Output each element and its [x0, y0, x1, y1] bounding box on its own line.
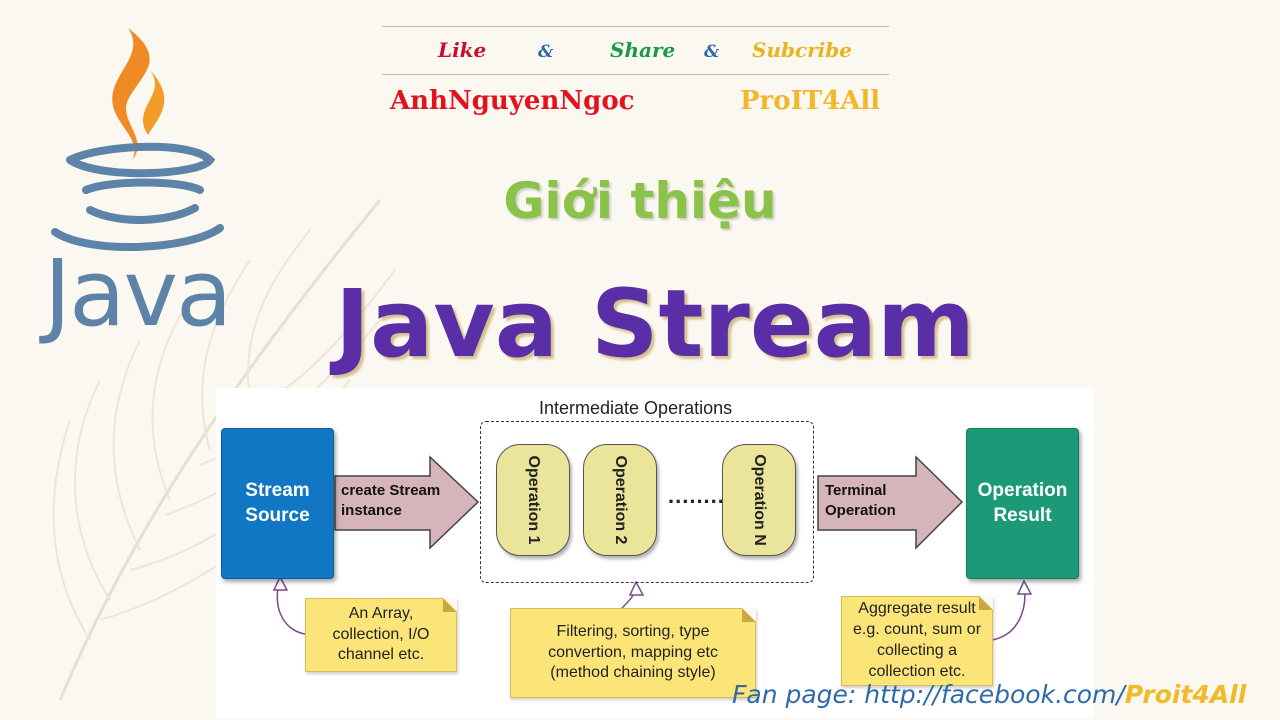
subscribe-text: Subcribe [752, 38, 852, 62]
source-note: An Array, collection, I/O channel etc. [305, 598, 457, 672]
operation-2-pill: Operation 2 [583, 444, 657, 556]
terminal-operation-label: Terminal Operation [825, 482, 896, 519]
like-text: Like [438, 38, 487, 62]
java-logo-word: Java [44, 240, 232, 347]
operation-1-pill: Operation 1 [496, 444, 570, 556]
create-stream-label: create Stream instance [341, 482, 441, 519]
result-note: Aggregate result e.g. count, sum or coll… [841, 596, 993, 686]
source-note-text: An Array, collection, I/O channel etc. [332, 604, 430, 664]
operation-n-pill: Operation N [722, 444, 796, 556]
footer-highlight[interactable]: Proit4All [1124, 680, 1247, 709]
intermediate-note: Filtering, sorting, type convertion, map… [510, 608, 756, 698]
fanpage-footer: Fan page: http://facebook.com/Proit4All [732, 680, 1246, 709]
result-note-text: Aggregate result e.g. count, sum or coll… [852, 600, 982, 680]
operation-1-label: Operation 1 [525, 455, 542, 545]
operation-2-label: Operation 2 [612, 455, 629, 545]
intermediate-note-text: Filtering, sorting, type convertion, map… [548, 622, 718, 682]
java-steam-icon [112, 28, 150, 160]
channel-name: ProIT4All [740, 86, 881, 116]
footer-url[interactable]: Fan page: http://facebook.com/ [732, 680, 1125, 709]
trademark-mark: ™ [214, 286, 222, 295]
source-callout-arrowhead [272, 575, 289, 591]
operation-result-box: Operation Result [966, 428, 1079, 579]
create-stream-arrow [334, 455, 480, 550]
intermediate-callout-arrowhead [628, 580, 645, 596]
intermediate-group [480, 421, 814, 583]
amp-separator: & [538, 42, 554, 62]
terminal-arrow [817, 455, 964, 550]
amp-separator: & [704, 42, 720, 62]
result-callout-arrowhead [1016, 579, 1033, 595]
share-text: Share [610, 38, 676, 62]
intermediate-operations-label: Intermediate Operations [539, 398, 733, 418]
header-rule-top [382, 26, 889, 27]
stream-source-box: Stream Source [221, 428, 334, 579]
operation-n-label: Operation N [751, 454, 768, 546]
header-rule-bottom [382, 74, 889, 75]
operations-ellipsis: ......... [668, 483, 733, 508]
author-name: AnhNguyenNgoc [390, 86, 635, 116]
subtitle: Giới thiệu [503, 172, 777, 230]
page-title: Java Stream [335, 270, 975, 379]
